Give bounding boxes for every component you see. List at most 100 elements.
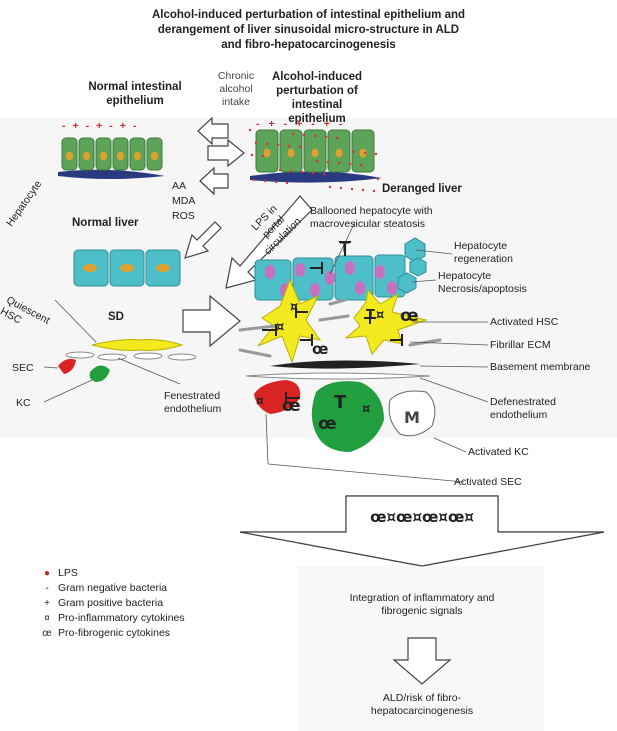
legend-item: +Gram positive bacteria bbox=[40, 596, 185, 611]
arrow-left-top bbox=[197, 116, 229, 146]
lps-dot bbox=[337, 161, 341, 165]
cell-nucleus bbox=[359, 148, 367, 158]
legend-item: -Gram negative bacteria bbox=[40, 581, 185, 596]
lps-dot bbox=[348, 162, 352, 166]
lps-dot bbox=[350, 187, 354, 191]
lps-dot bbox=[289, 169, 293, 173]
lps-dot bbox=[261, 154, 265, 158]
epithelium-arrows bbox=[184, 116, 245, 259]
cell-nucleus bbox=[263, 148, 271, 158]
fat-vacuole bbox=[310, 283, 320, 297]
cytokine-glyph-sec: ¤ bbox=[256, 394, 264, 408]
label-mda: MDA bbox=[172, 195, 196, 207]
label-fenestrated: Fenestrated endothelium bbox=[164, 390, 222, 415]
label-aa: AA bbox=[172, 180, 187, 192]
cytokine-glyph-kc: ¤ bbox=[362, 402, 371, 417]
lps-dot bbox=[300, 170, 304, 174]
cell-nucleus bbox=[134, 151, 141, 161]
figure-title: Alcohol-induced perturbation of intestin… bbox=[151, 9, 466, 51]
arrow-right-mid bbox=[207, 138, 245, 168]
cytokine-mix: œ¤œ¤œ¤œ¤ bbox=[370, 508, 474, 526]
legend-item: ¤ Pro-inflammatory cytokines bbox=[40, 611, 185, 626]
lps-dot bbox=[313, 134, 317, 138]
cell-nucleus bbox=[117, 151, 124, 161]
label-fibrillar-ecm: Fibrillar ECM bbox=[490, 339, 551, 351]
t-glyph-kc: T bbox=[334, 392, 347, 413]
t-glyph-top: T bbox=[340, 240, 350, 256]
cell-nucleus bbox=[335, 148, 343, 158]
m-glyph: M bbox=[404, 408, 420, 427]
lps-dot bbox=[250, 153, 254, 157]
activated-sec-shape bbox=[254, 380, 301, 414]
label-perturbation: Alcohol-induced perturbation of intestin… bbox=[271, 71, 363, 125]
legend-label: Pro-fibrogenic cytokines bbox=[58, 627, 171, 639]
lps-dot bbox=[361, 188, 365, 192]
legend-item: ●LPS bbox=[40, 566, 185, 581]
activated-kc-shape bbox=[311, 381, 384, 452]
fat-vacuole bbox=[345, 261, 355, 275]
lps-dot bbox=[263, 179, 267, 183]
lps-dot bbox=[311, 171, 315, 175]
lps-dot bbox=[372, 189, 376, 193]
fibro-glyph-kc: œ bbox=[318, 414, 337, 434]
bacteria-signs-perturbed: -+-+-+- bbox=[256, 118, 352, 130]
label-sd: SD bbox=[108, 311, 124, 323]
lps-dot bbox=[374, 152, 378, 156]
arrow-down-left bbox=[184, 221, 222, 259]
lps-dot bbox=[298, 145, 302, 149]
normal-epithelium-graphic bbox=[58, 137, 165, 179]
cytokine-glyph-2: ¤ bbox=[290, 300, 299, 315]
label-normal-liver: Normal liver bbox=[72, 217, 139, 229]
label-activated-sec: Activated SEC bbox=[454, 476, 522, 488]
lps-portal-arrow bbox=[225, 195, 313, 289]
cell-nucleus bbox=[287, 148, 295, 158]
defenestrated-endothelium bbox=[245, 372, 431, 380]
normal-liver-graphic bbox=[58, 249, 197, 382]
lps-dot bbox=[252, 178, 256, 182]
lps-dot bbox=[339, 186, 343, 190]
label-defenestrated: Defenestrated endothelium bbox=[490, 396, 556, 421]
activated-hsc-shape-1 bbox=[257, 278, 322, 364]
fat-vacuole bbox=[375, 265, 385, 279]
legend-symbol: œ bbox=[42, 628, 52, 639]
label-sec: SEC bbox=[12, 362, 34, 374]
label-activated-kc: Activated KC bbox=[468, 446, 529, 458]
normal-to-deranged-arrow bbox=[182, 294, 241, 348]
fat-vacuole bbox=[265, 265, 275, 279]
label-regeneration: Hepatocyte regeneration bbox=[454, 240, 513, 265]
legend-symbol: ¤ bbox=[44, 613, 50, 624]
cell-nucleus bbox=[100, 151, 107, 161]
label-normal-epithelium: Normal intestinal epithelium bbox=[88, 81, 182, 107]
bacteria-signs-normal: -+-+-+- bbox=[62, 120, 144, 132]
sec-shape bbox=[58, 358, 76, 374]
lps-dot bbox=[285, 181, 289, 185]
lps-dot bbox=[324, 135, 328, 139]
legend-item: œ Pro-fibrogenic cytokines bbox=[40, 626, 185, 641]
legend-symbol: + bbox=[44, 598, 50, 609]
label-kc: KC bbox=[16, 397, 31, 409]
lps-dot bbox=[315, 159, 319, 163]
leader-lines bbox=[43, 221, 489, 483]
kc-shape bbox=[89, 365, 110, 382]
basement-membrane-shape bbox=[270, 360, 420, 369]
legend-label: LPS bbox=[58, 567, 78, 579]
lps-dot bbox=[359, 163, 363, 167]
lps-dot bbox=[276, 143, 280, 147]
fibro-glyph-2: œ bbox=[400, 306, 419, 326]
legend-label: Pro-inflammatory cytokines bbox=[58, 612, 185, 624]
lps-dot bbox=[302, 133, 306, 137]
lps-dot bbox=[278, 168, 282, 172]
activated-hsc-shape-2 bbox=[344, 288, 428, 355]
fibro-glyph-sec: œ bbox=[282, 396, 301, 416]
arrow-left-low bbox=[199, 166, 229, 196]
label-necrosis: Hepatocyte Necrosis/apoptosis bbox=[438, 270, 527, 295]
fat-vacuole bbox=[387, 281, 397, 295]
t-glyph-hsc: T bbox=[366, 308, 375, 323]
lps-dot bbox=[291, 132, 295, 136]
lps-dot bbox=[265, 142, 269, 146]
cell-nucleus bbox=[83, 151, 90, 161]
lps-dot bbox=[328, 185, 332, 189]
deranged-liver-graphic bbox=[238, 237, 442, 452]
lps-dot bbox=[376, 177, 380, 181]
